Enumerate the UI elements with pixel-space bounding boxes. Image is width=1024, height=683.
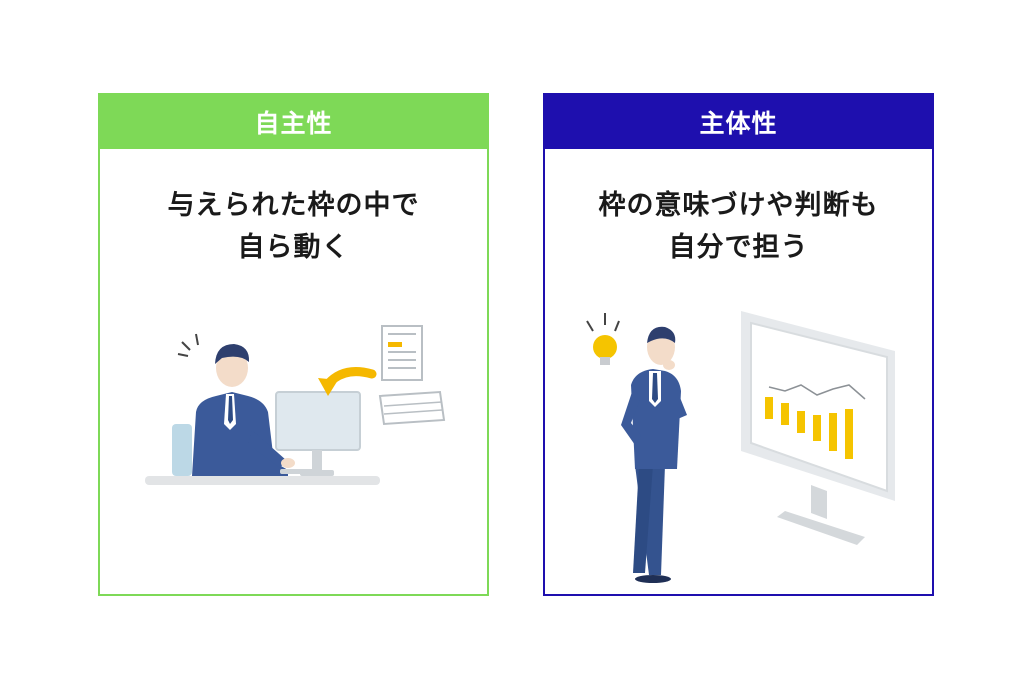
businessman-at-computer-icon: [145, 325, 446, 485]
autonomy-card-header: 自主性: [100, 95, 487, 149]
businessman-thinking-with-monitor-chart-icon: [586, 311, 895, 583]
proactivity-title: 主体性: [699, 109, 778, 138]
proactivity-description: 枠の意味づけや判断も 自分で担う: [545, 185, 932, 269]
autonomy-title: 自主性: [254, 109, 333, 138]
proactivity-description-line2: 自分で担う: [668, 232, 809, 263]
proactivity-description-line1: 枠の意味づけや判断も: [598, 190, 879, 221]
autonomy-card: 自主性 与えられた枠の中で 自ら動く: [98, 93, 489, 596]
proactivity-card-header: 主体性: [545, 95, 932, 149]
autonomy-description: 与えられた枠の中で 自ら動く: [100, 185, 487, 269]
autonomy-description-line2: 自ら動く: [237, 232, 350, 263]
autonomy-description-line1: 与えられた枠の中で: [167, 190, 420, 221]
proactivity-card: 主体性 枠の意味づけや判断も 自分で担う: [543, 93, 934, 596]
